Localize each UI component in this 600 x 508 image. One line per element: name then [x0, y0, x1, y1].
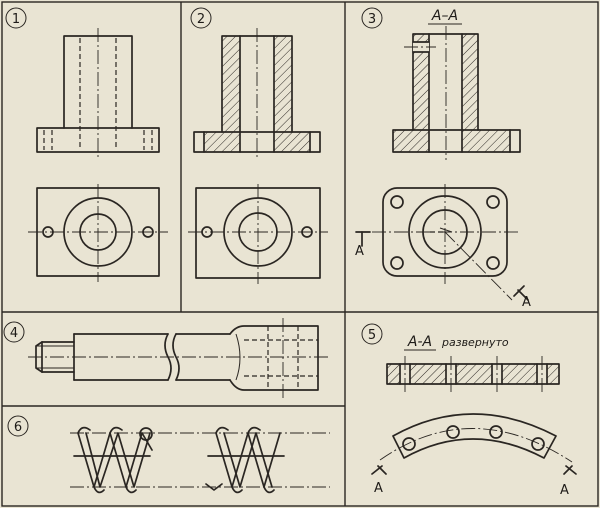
panel-3: 3 А–А: [355, 7, 531, 310]
p3-top-view: [372, 184, 518, 301]
p5-marker-left-label: А: [374, 481, 383, 496]
panel-label-1: 1: [12, 12, 20, 27]
p5-unfolded-section: [386, 356, 560, 392]
panel-label-3: 3: [368, 12, 376, 27]
p3-marker-right-label: А: [522, 295, 531, 310]
p4-shaft-view: [28, 318, 330, 398]
panel-number-1: 1: [5, 7, 27, 29]
p5-marker-right-label: А: [560, 483, 569, 498]
p5-cut-marker-left: А: [371, 465, 387, 496]
panel-6: 6: [7, 415, 330, 494]
panel-label-4: 4: [10, 326, 18, 341]
p3-cut-marker-right: А: [513, 285, 531, 310]
p5-arc-plate: [379, 413, 573, 463]
p3-cut-marker-left: А: [355, 231, 371, 259]
p5-cut-marker-right: А: [560, 465, 577, 498]
panel-number-2: 2: [190, 7, 212, 29]
panel-2: 2: [188, 7, 328, 284]
panel-4: 4: [3, 318, 330, 398]
panel-number-5: 5: [361, 323, 383, 345]
panel-number-6: 6: [7, 415, 29, 437]
p6-spring-right: [205, 426, 285, 494]
panel-label-5: 5: [368, 328, 376, 343]
p1-top-view: [28, 184, 168, 282]
p3-section-view: [392, 26, 521, 160]
p2-top-view: [188, 184, 328, 284]
panel-5: 5 А-А развернуто: [361, 323, 577, 498]
p5-section-title: А-А: [407, 334, 432, 350]
panel-number-4: 4: [3, 321, 25, 343]
panel-number-3: 3: [361, 7, 383, 29]
p5-section-note: развернуто: [441, 336, 509, 349]
p3-marker-left-label: А: [355, 244, 364, 259]
panel-1: 1: [5, 7, 168, 282]
panel-label-2: 2: [197, 12, 205, 27]
p1-front-view: [36, 28, 160, 160]
p6-spring-left: [70, 426, 330, 494]
p2-section-view: [193, 28, 321, 160]
p3-section-title: А–А: [431, 8, 458, 24]
panel-label-6: 6: [14, 420, 22, 435]
